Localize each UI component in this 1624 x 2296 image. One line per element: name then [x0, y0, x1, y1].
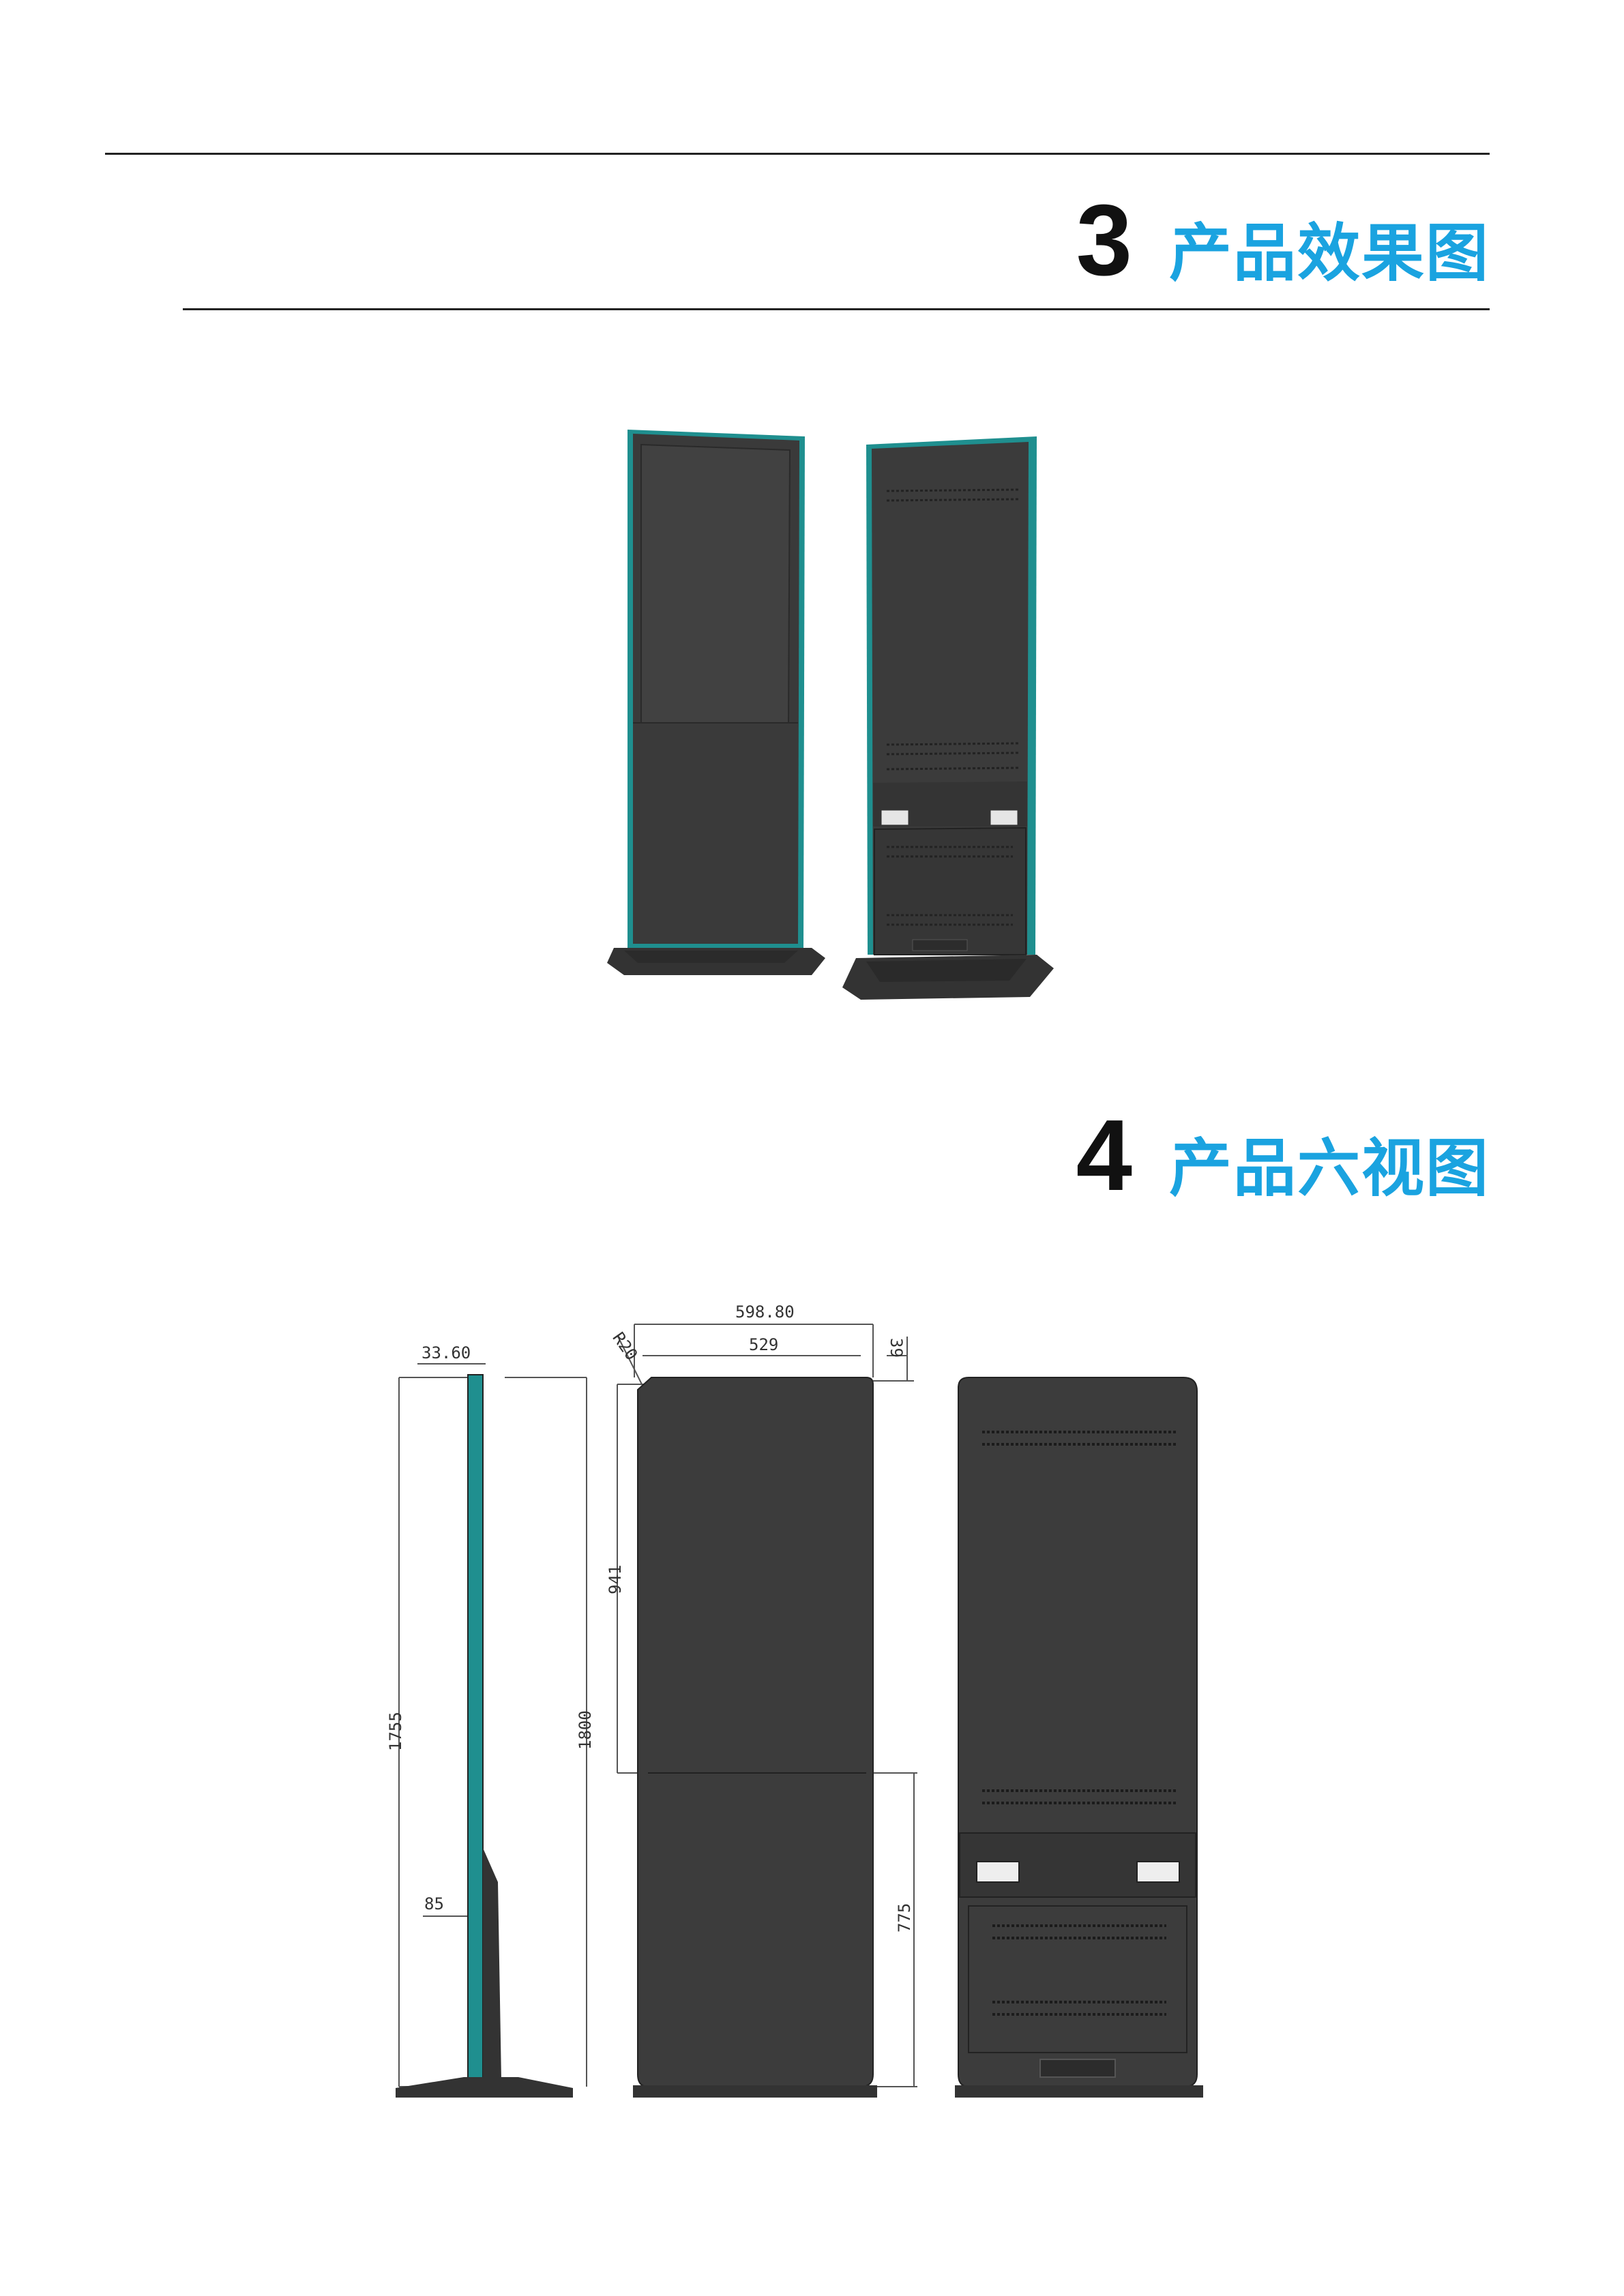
- product-render-image: [607, 430, 1054, 1000]
- heading-rule: [183, 308, 1490, 310]
- dim-screen-width: 529: [749, 1335, 778, 1354]
- dim-top-height: 39: [887, 1338, 906, 1358]
- dim-outer-width: 598.80: [735, 1302, 795, 1322]
- section-4-heading: 4 产品六视图: [1076, 1098, 1490, 1214]
- kiosk-front-render: [607, 430, 825, 975]
- kiosk-back-render: [842, 436, 1054, 1000]
- front-view: [633, 1377, 877, 2098]
- six-view-drawing: 33.60 598.80 529 39 R20 941 1755 1800 77…: [386, 1302, 1203, 2098]
- dim-lower-height: 775: [895, 1903, 914, 1933]
- top-rule: [105, 153, 1490, 155]
- dim-base-offset: 85: [424, 1894, 444, 1913]
- section-3-title: 产品效果图: [1168, 217, 1490, 290]
- dim-body-height: 1755: [386, 1712, 405, 1751]
- dim-screen-height: 941: [606, 1565, 625, 1594]
- dim-radius: R20: [609, 1329, 642, 1365]
- dim-total-height: 1800: [576, 1710, 595, 1750]
- section-3-heading: 3 产品效果图: [1076, 183, 1490, 299]
- dim-depth: 33.60: [422, 1343, 471, 1362]
- back-view: [955, 1377, 1203, 2098]
- section-4-number: 4: [1076, 1099, 1132, 1212]
- section-4-title: 产品六视图: [1168, 1132, 1490, 1205]
- side-view: [396, 1374, 573, 2098]
- section-3-number: 3: [1076, 184, 1132, 297]
